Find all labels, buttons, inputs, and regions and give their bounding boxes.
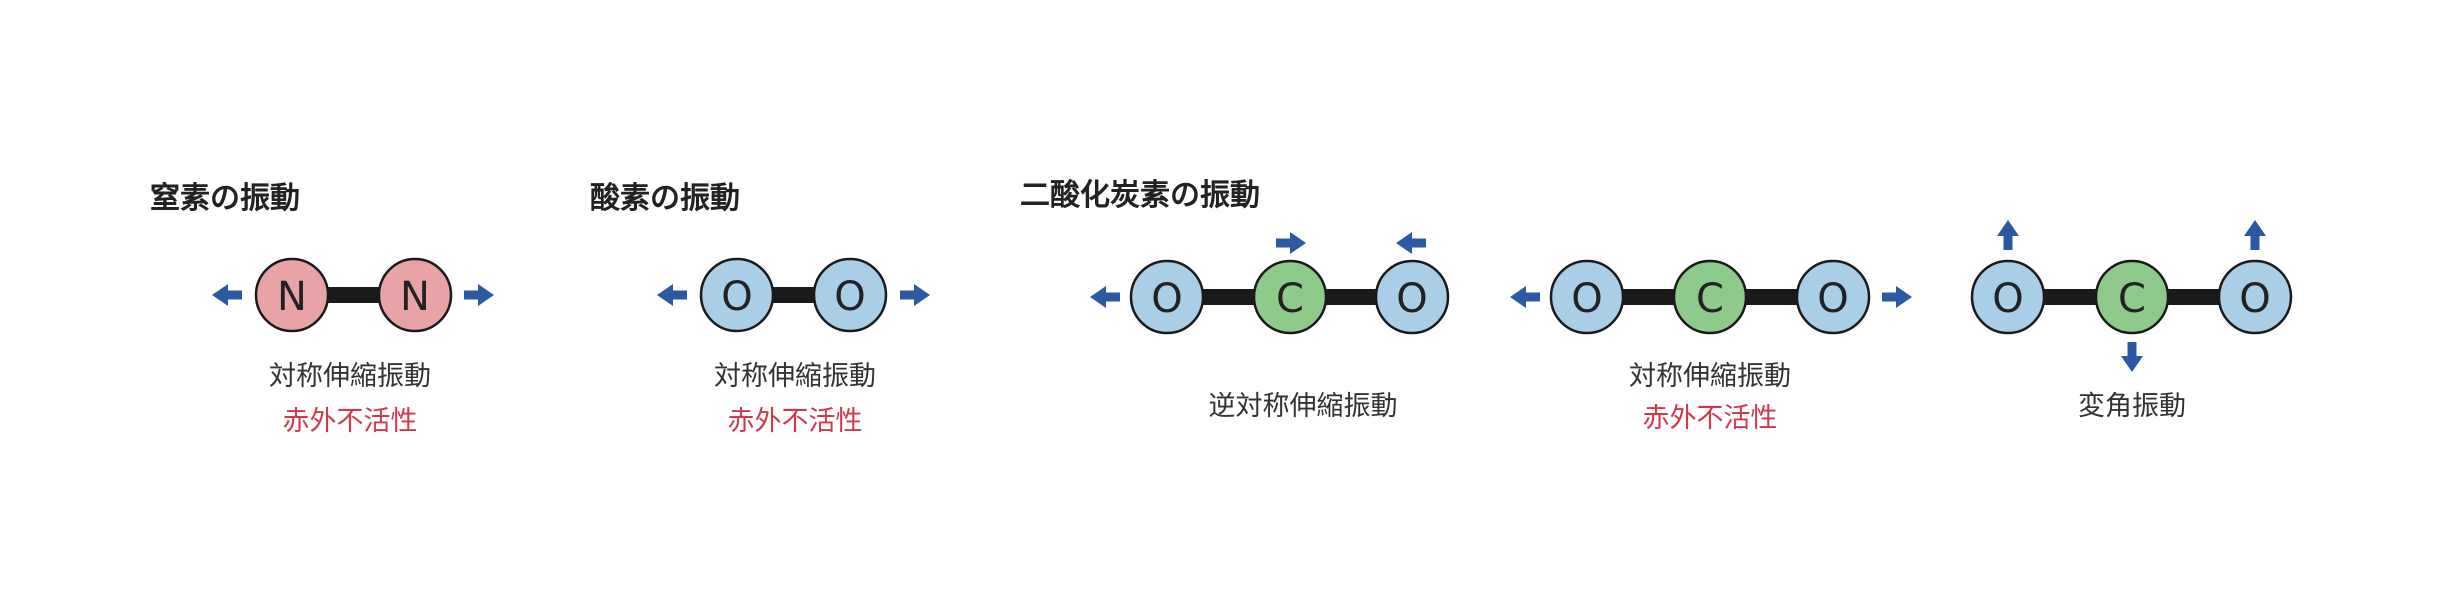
oxygen-atom-right: [812, 257, 888, 333]
carbon-atom-label: C: [1696, 276, 1724, 322]
oxygen-atom-right: [1795, 259, 1871, 335]
co2-bending-molecule: O C O: [1970, 220, 2293, 372]
arrow-left-icon: [1090, 286, 1120, 308]
oxygen-atom-left: [1970, 259, 2046, 335]
oxygen-atom-right: [1374, 259, 1450, 335]
co2-bending-mode-label: 変角振動: [2078, 391, 2186, 422]
oxygen-atom-right: [2217, 259, 2293, 335]
oxygen-atom-right-label: O: [2239, 276, 2270, 322]
oxygen-atom-left: [1549, 259, 1625, 335]
oxygen-atom-left: [699, 257, 775, 333]
arrow-up-icon: [2244, 220, 2266, 250]
arrow-right-icon: [900, 284, 930, 306]
oxygen-title: 酸素の振動: [590, 181, 740, 216]
arrow-left-icon: [1510, 286, 1540, 308]
oxygen-ir-inactive-label: 赤外不活性: [728, 406, 863, 437]
oxygen-mode-label: 対称伸縮振動: [714, 361, 876, 392]
nitrogen-atom-right-label: N: [400, 274, 430, 320]
arrow-right-icon: [1882, 286, 1912, 308]
carbon-atom: [2094, 259, 2170, 335]
nitrogen-ir-inactive-label: 赤外不活性: [283, 406, 418, 437]
carbon-atom-label: C: [1276, 276, 1304, 322]
arrow-left-icon: [1396, 232, 1426, 254]
co2-antisymmetric-molecule: O C O: [1090, 232, 1450, 335]
nitrogen-molecule: N N: [212, 257, 494, 333]
oxygen-atom-left-label: O: [721, 274, 752, 320]
arrow-left-icon: [212, 284, 242, 306]
oxygen-atom-right-label: O: [1396, 276, 1427, 322]
oxygen-atom-right-label: O: [834, 274, 865, 320]
arrow-right-icon: [464, 284, 494, 306]
arrow-down-icon: [2121, 342, 2143, 372]
co2-antisymmetric-mode-label: 逆対称伸縮振動: [1209, 391, 1398, 422]
oxygen-atom-left-label: O: [1151, 276, 1182, 322]
oxygen-atom-left-label: O: [1992, 276, 2023, 322]
carbon-atom-label: C: [2118, 276, 2146, 322]
oxygen-molecule: O O: [657, 257, 930, 333]
arrow-left-icon: [657, 284, 687, 306]
oxygen-atom-left: [1129, 259, 1205, 335]
carbon-atom: [1672, 259, 1748, 335]
nitrogen-title: 窒素の振動: [150, 181, 300, 216]
carbon-atom: [1252, 259, 1328, 335]
nitrogen-atom-left: [254, 257, 330, 333]
co2-title: 二酸化炭素の振動: [1020, 178, 1260, 213]
co2-symmetric-molecule: O C O: [1510, 259, 1912, 335]
co2-ir-inactive-label: 赤外不活性: [1643, 403, 1778, 434]
oxygen-atom-left-label: O: [1571, 276, 1602, 322]
nitrogen-atom-left-label: N: [277, 274, 307, 320]
oxygen-atom-right-label: O: [1817, 276, 1848, 322]
nitrogen-mode-label: 対称伸縮振動: [269, 361, 431, 392]
arrow-up-icon: [1997, 220, 2019, 250]
co2-symmetric-mode-label: 対称伸縮振動: [1629, 361, 1791, 392]
nitrogen-atom-right: [377, 257, 453, 333]
arrow-right-icon: [1276, 232, 1306, 254]
